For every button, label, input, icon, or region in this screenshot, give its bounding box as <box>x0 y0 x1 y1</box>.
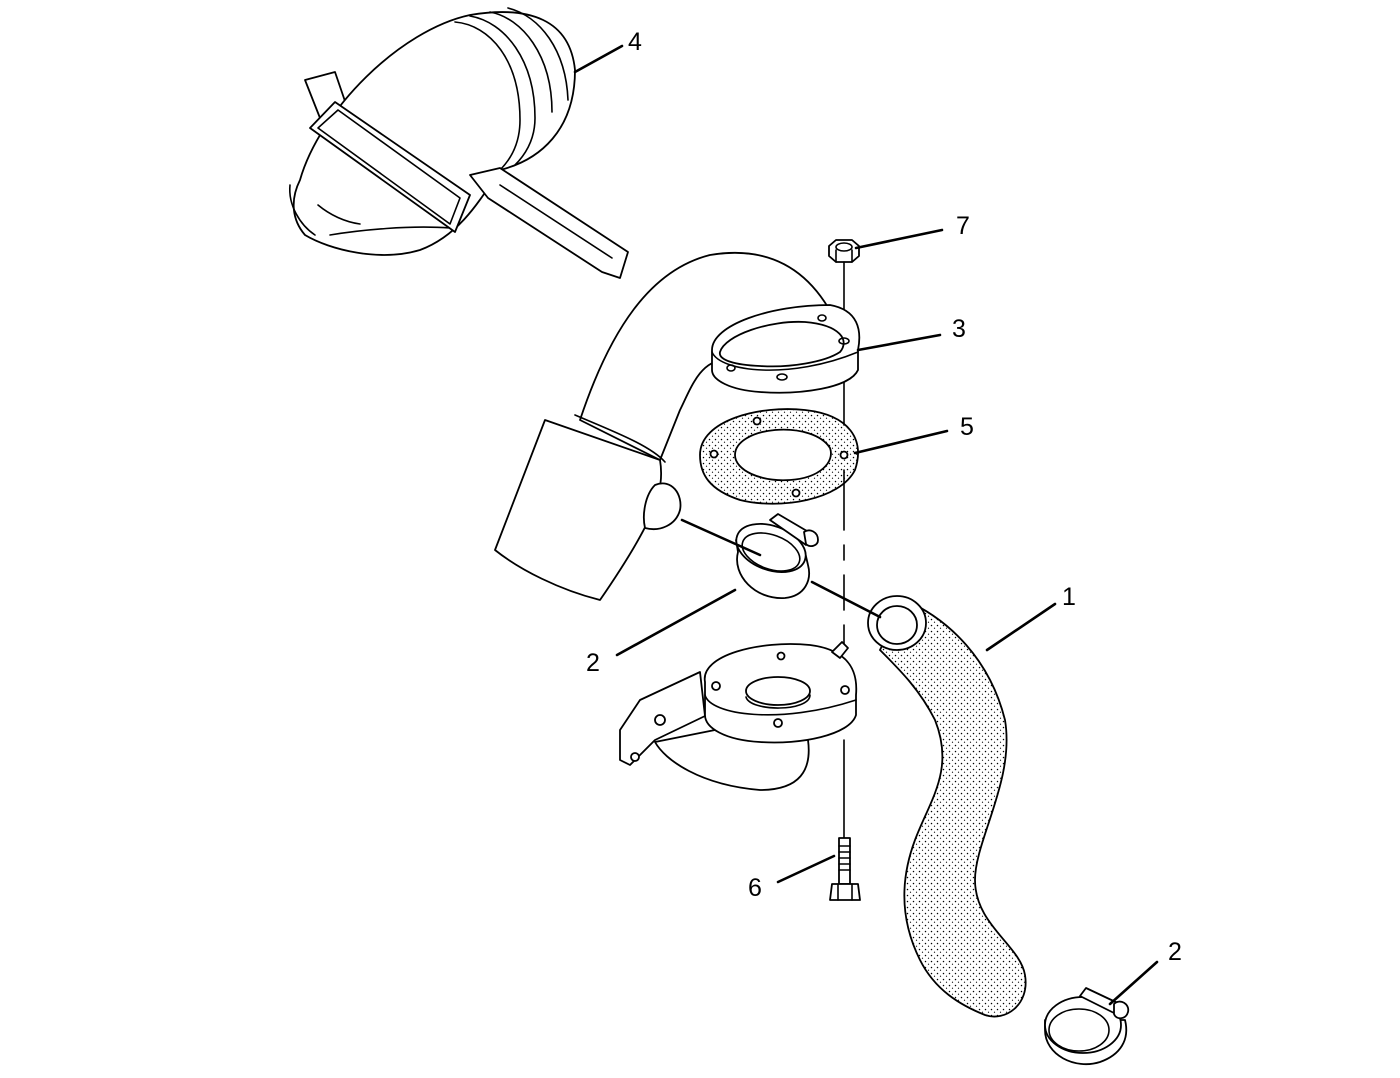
part-2-clamp-upper <box>735 513 819 599</box>
part-2-clamp-lower <box>1044 987 1130 1066</box>
leader-lines <box>573 44 1159 1006</box>
callout-3: 3 <box>952 315 966 343</box>
callout-1: 1 <box>1062 583 1076 611</box>
callout-4: 4 <box>628 28 642 56</box>
assembly-guide-lines <box>680 518 882 619</box>
callout-7: 7 <box>956 212 970 240</box>
callout-2-lower: 2 <box>1168 938 1182 966</box>
part-3-elbow-pipe <box>494 251 861 601</box>
part-7-nut <box>828 239 860 263</box>
callout-5: 5 <box>960 413 974 441</box>
callout-2-upper: 2 <box>586 649 600 677</box>
callout-6: 6 <box>748 874 762 902</box>
part-4-insulation-wrap <box>289 7 629 279</box>
callout-labels: 4 7 3 5 1 2 6 2 <box>586 28 1182 966</box>
lower-flange-housing <box>619 641 858 791</box>
part-1-hose <box>867 595 1027 1018</box>
part-6-bolt <box>829 837 861 901</box>
part-5-gasket <box>699 408 859 505</box>
